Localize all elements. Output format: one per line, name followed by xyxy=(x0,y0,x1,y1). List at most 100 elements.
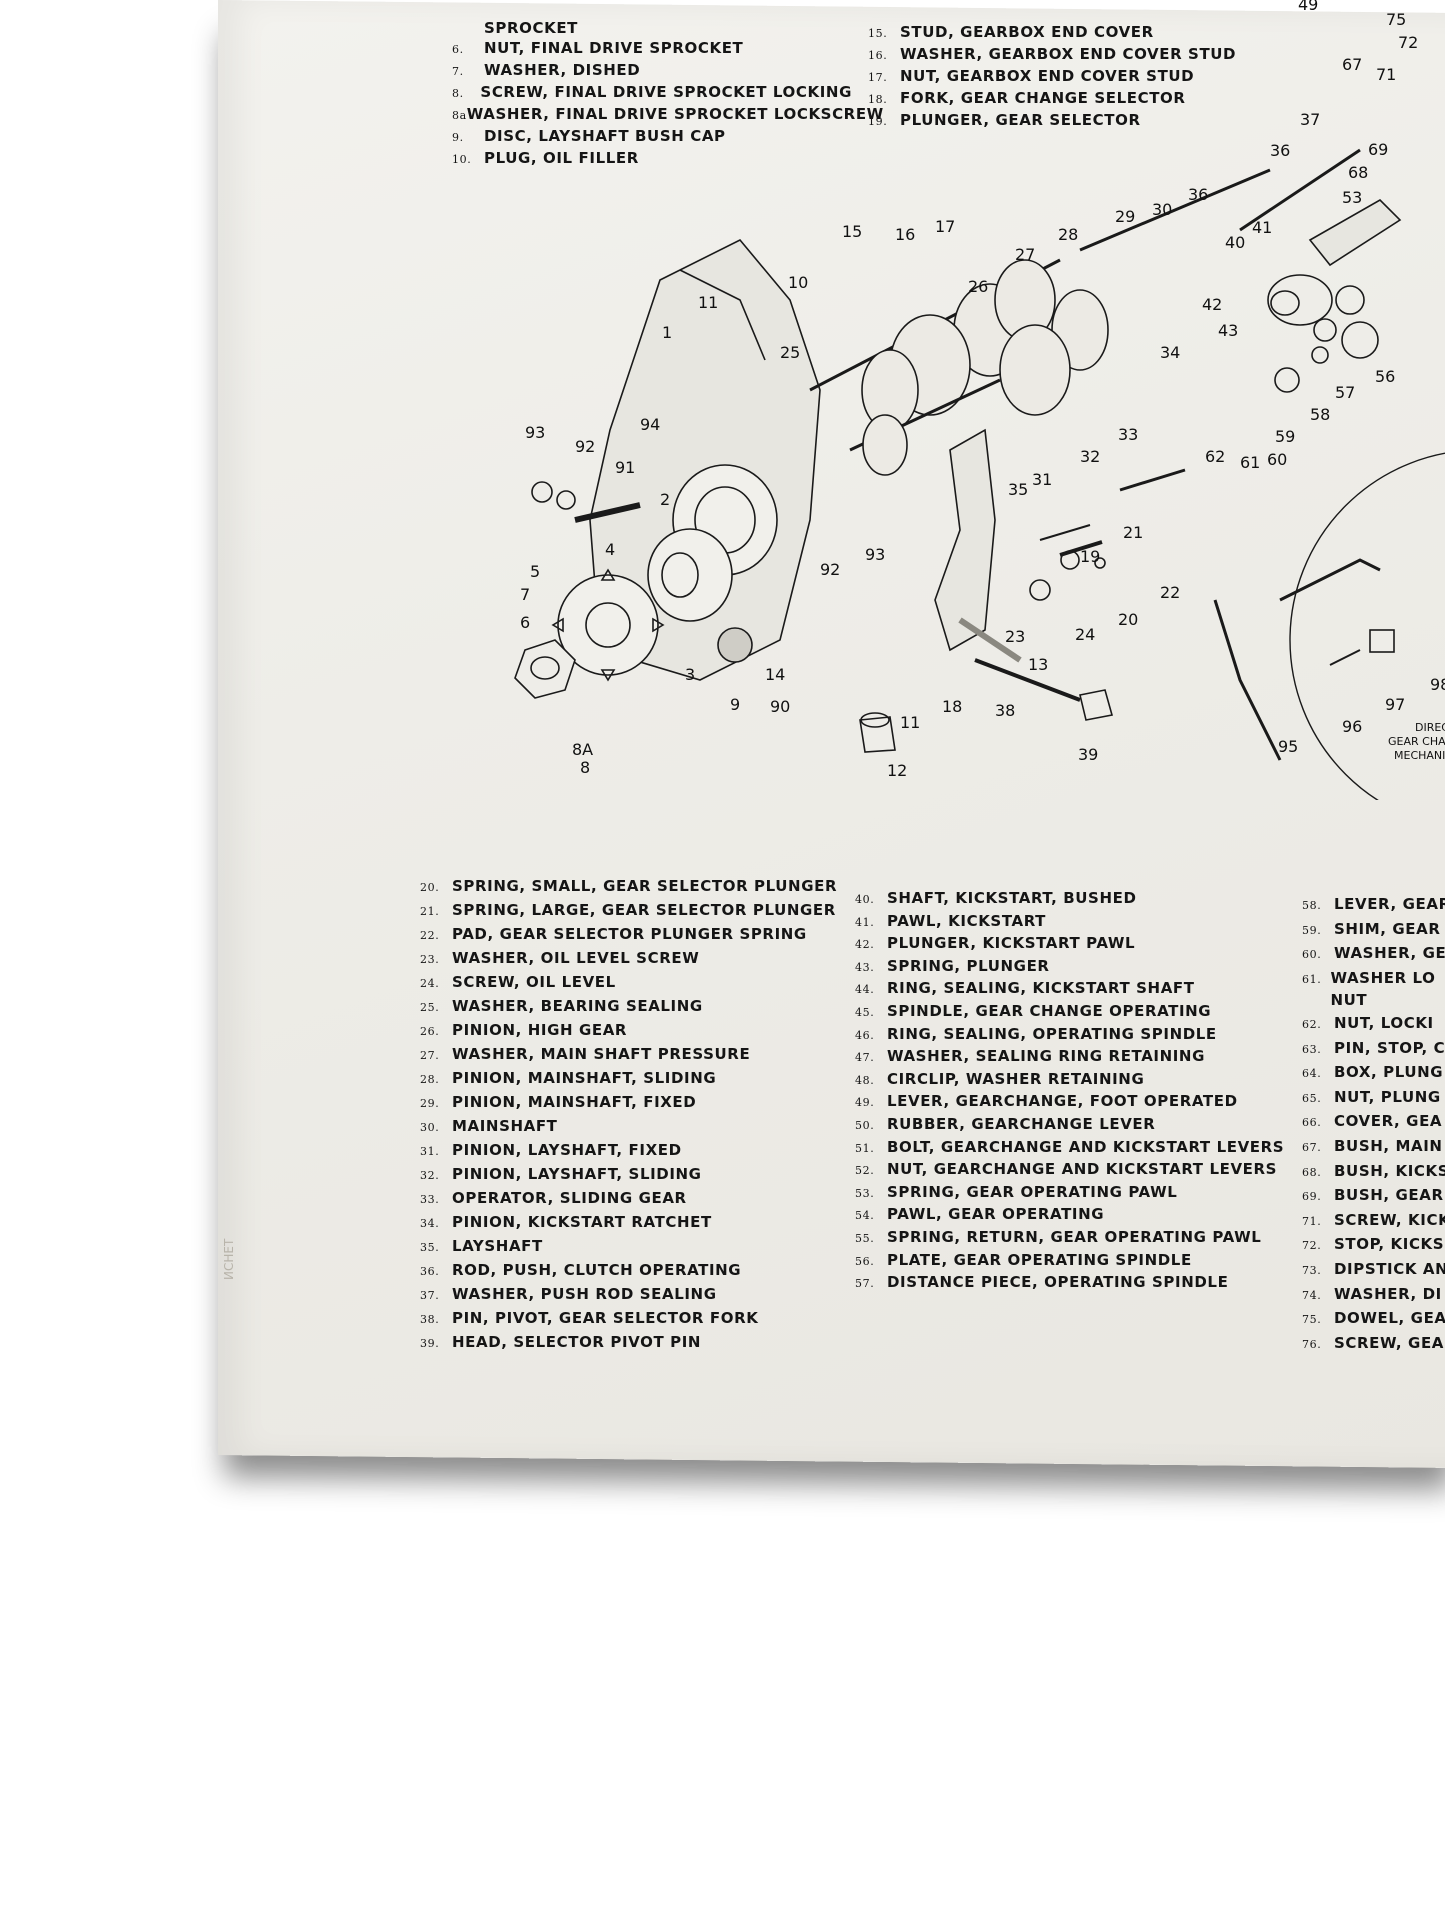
parts-list-item: 26.PINION, HIGH GEAR xyxy=(420,1019,840,1043)
part-number: 32. xyxy=(420,1169,440,1182)
part-description: SCREW, GEA xyxy=(1334,1333,1445,1352)
callout: 8A xyxy=(572,740,593,759)
part-number: 48. xyxy=(855,1073,875,1087)
parts-list-item: 55.SPRING, RETURN, GEAR OPERATING PAWL xyxy=(855,1227,1285,1250)
part-description: DISC, LAYSHAFT BUSH CAP xyxy=(484,127,726,145)
callout: 12 xyxy=(887,761,907,780)
part-description: BUSH, MAIN xyxy=(1334,1136,1443,1155)
part-description: LEVER, GEARCHANGE, FOOT OPERATED xyxy=(887,1092,1238,1111)
part-description: DIPSTICK AN xyxy=(1334,1259,1445,1278)
callout: 21 xyxy=(1123,523,1143,542)
part-description: ROD, PUSH, CLUTCH OPERATING xyxy=(452,1261,742,1279)
part-description: RING, SEALING, KICKSTART SHAFT xyxy=(887,979,1195,998)
part-description: BUSH, KICKS xyxy=(1334,1161,1445,1180)
part-description: WASHER, FINAL DRIVE SPROCKET LOCKSCREW xyxy=(466,105,884,123)
part-description: PIN, PIVOT, GEAR SELECTOR FORK xyxy=(452,1309,759,1327)
parts-list-item: 34.PINION, KICKSTART RATCHET xyxy=(420,1211,840,1235)
callout: 57 xyxy=(1335,383,1355,402)
parts-list-item: 44.RING, SEALING, KICKSTART SHAFT xyxy=(855,978,1285,1001)
parts-list-item: 75.DOWEL, GEA xyxy=(1302,1307,1445,1332)
callout: 33 xyxy=(1118,425,1138,444)
parts-list-item: 69.BUSH, GEAR xyxy=(1302,1184,1445,1209)
selector-fork xyxy=(934,428,996,652)
part-description: HEAD, SELECTOR PIVOT PIN xyxy=(452,1333,702,1351)
callout: 37 xyxy=(1300,110,1320,129)
part-description: SPINDLE, GEAR CHANGE OPERATING xyxy=(887,1001,1212,1020)
part-number: 21. xyxy=(420,905,440,918)
part-number: 39. xyxy=(420,1337,440,1350)
part-description: SPRING, LARGE, GEAR SELECTOR PLUNGER xyxy=(452,901,836,919)
callout: 34 xyxy=(1160,343,1180,362)
part-description: WASHER LO NUT xyxy=(1330,968,1436,1010)
callout: 96 xyxy=(1342,717,1362,736)
part-description: COVER, GEA xyxy=(1334,1112,1443,1131)
svg-text:GEAR CHANG: GEAR CHANG xyxy=(1388,735,1445,748)
callout: 38 xyxy=(995,701,1015,720)
parts-list-item: 36. ROD, PUSH, CLUTCH OPERATING xyxy=(420,1259,840,1283)
parts-list-item: 63.PIN, STOP, C xyxy=(1302,1037,1445,1062)
callout: 10 xyxy=(788,273,808,292)
part-number: 53. xyxy=(855,1186,875,1200)
parts-list-item: 50.RUBBER, GEARCHANGE LEVER xyxy=(855,1114,1285,1137)
callout: 59 xyxy=(1275,427,1295,446)
callout: 18 xyxy=(942,697,962,716)
parts-list-item: 62.NUT, LOCKI xyxy=(1302,1012,1445,1037)
part-description: PLUNGER, KICKSTART PAWL xyxy=(887,934,1136,953)
part-description: NUT, PLUNG xyxy=(1334,1087,1441,1106)
parts-list-item: 25.WASHER, BEARING SEALING xyxy=(420,995,840,1019)
parts-list-item: 61. WASHER LO NUT xyxy=(1302,967,1445,1012)
part-description: DISTANCE PIECE, OPERATING SPINDLE xyxy=(887,1273,1229,1292)
part-number: 29. xyxy=(420,1097,440,1110)
parts-list-item: 53. SPRING, GEAR OPERATING PAWL xyxy=(855,1182,1285,1205)
part-description: RING, SEALING, OPERATING SPINDLE xyxy=(887,1024,1217,1043)
part-number: 67. xyxy=(1302,1140,1322,1154)
callout: 72 xyxy=(1398,33,1418,52)
parts-list-item: 65.NUT, PLUNG xyxy=(1302,1086,1445,1111)
part-description: PAWL, GEAR OPERATING xyxy=(887,1205,1105,1224)
callout: 97 xyxy=(1385,695,1405,714)
push-rod xyxy=(1079,168,1271,252)
part-description: PINION, MAINSHAFT, SLIDING xyxy=(452,1069,717,1087)
part-description: WASHER, SEALING RING RETAINING xyxy=(887,1047,1205,1066)
svg-text:DIRECT: DIRECT xyxy=(1415,721,1445,734)
callout: 40 xyxy=(1225,233,1245,252)
parts-list-item: 33.OPERATOR, SLIDING GEAR xyxy=(420,1187,840,1211)
part-number: 18. xyxy=(868,93,888,106)
parts-list-item: 59.SHIM, GEAR xyxy=(1302,918,1445,943)
bearing xyxy=(647,528,733,622)
part-number: 16. xyxy=(868,49,888,62)
callout: 16 xyxy=(895,225,915,244)
part-number: 15. xyxy=(868,27,888,40)
callout: 5 xyxy=(530,562,540,581)
part-number: 72. xyxy=(1302,1239,1322,1253)
parts-list-item: 8.SCREW, FINAL DRIVE SPROCKET LOCKING xyxy=(452,82,852,104)
callout: 90 xyxy=(770,697,790,716)
callout: 31 xyxy=(1032,470,1052,489)
parts-list-item: 58.LEVER, GEAR xyxy=(1302,893,1445,918)
callout: 43 xyxy=(1218,321,1238,340)
part-description: PINION, MAINSHAFT, FIXED xyxy=(452,1093,697,1111)
part-description: STUD, GEARBOX END COVER xyxy=(900,23,1154,41)
part-description: NUT, FINAL DRIVE SPROCKET xyxy=(484,39,744,57)
part-description: SPRING, GEAR OPERATING PAWL xyxy=(887,1182,1178,1201)
part-number: 59. xyxy=(1302,923,1322,937)
callout: 22 xyxy=(1160,583,1180,602)
callout: 23 xyxy=(1005,627,1025,646)
part-number: 47. xyxy=(855,1051,875,1065)
callout: 13 xyxy=(1028,655,1048,674)
callout: 93 xyxy=(525,423,545,442)
gear-cluster xyxy=(809,258,1109,476)
part-number: 49. xyxy=(855,1096,875,1110)
parts-list-item: 42. PLUNGER, KICKSTART PAWL xyxy=(855,933,1285,956)
part-number: 41. xyxy=(855,915,875,929)
part-number: 61. xyxy=(1302,972,1322,986)
part-number: 31. xyxy=(420,1145,440,1158)
parts-list-item: 17.NUT, GEARBOX END COVER STUD xyxy=(868,66,1268,88)
part-number: 36. xyxy=(420,1265,440,1278)
parts-list-item: 21. SPRING, LARGE, GEAR SELECTOR PLUNGER xyxy=(420,899,840,923)
parts-list-item: 28.PINION, MAINSHAFT, SLIDING xyxy=(420,1067,840,1091)
part-number: 42. xyxy=(855,938,875,952)
